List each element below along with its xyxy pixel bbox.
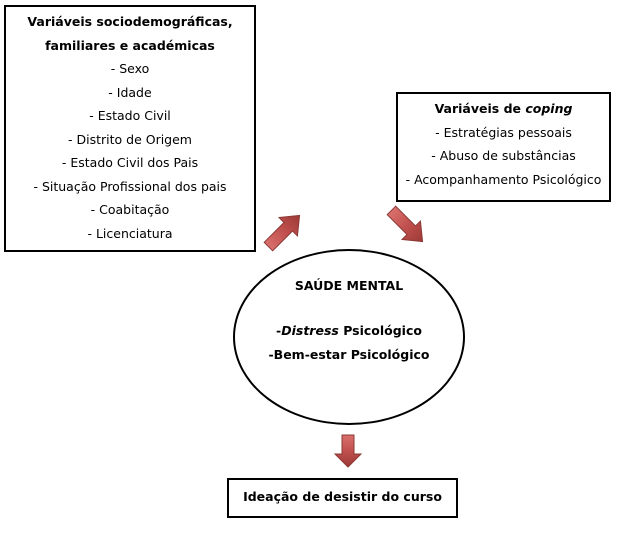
arrow-left-to-center bbox=[263, 214, 301, 252]
coping-item: - Abuso de substâncias bbox=[431, 148, 576, 163]
sociodemographic-item: - Estado Civil dos Pais bbox=[61, 155, 199, 170]
arrow-right-to-center bbox=[386, 205, 424, 243]
coping-title-emphasis: coping bbox=[525, 101, 573, 116]
sociodemographic-item: - Idade bbox=[108, 84, 152, 100]
coping-variables-box: Variáveis de coping - Estratégias pessoa… bbox=[396, 92, 611, 202]
sociodemographic-title-line1: Variáveis sociodemográficas, bbox=[27, 14, 233, 29]
sociodemographic-item: - Coabitação bbox=[90, 202, 170, 217]
coping-title-prefix: Variáveis de bbox=[434, 101, 526, 116]
coping-title: Variáveis de coping bbox=[398, 97, 609, 121]
distress-item: -Distress Psicológico bbox=[235, 323, 463, 338]
sociodemographic-title-line2: familiares e académicas bbox=[45, 37, 215, 53]
distress-suffix: Psicológico bbox=[338, 323, 422, 338]
coping-item: - Acompanhamento Psicológico bbox=[405, 171, 602, 187]
sociodemographic-item: - Situação Profissional dos pais bbox=[33, 178, 227, 194]
distress-emphasis: Distress bbox=[281, 323, 339, 338]
wellbeing-item: -Bem-estar Psicológico bbox=[268, 347, 430, 362]
sociodemographic-variables-box: Variáveis sociodemográficas, familiares … bbox=[4, 5, 256, 252]
mental-health-ellipse: SAÚDE MENTAL -Distress Psicológico -Bem-… bbox=[233, 249, 465, 425]
sociodemographic-item: - Sexo bbox=[110, 61, 150, 76]
distress-prefix: - bbox=[276, 323, 282, 338]
sociodemographic-item: - Distrito de Origem bbox=[68, 131, 192, 147]
sociodemographic-item: - Licenciatura bbox=[87, 225, 173, 241]
arrow-center-to-bottom bbox=[333, 434, 363, 468]
sociodemographic-item: - Estado Civil bbox=[89, 108, 171, 123]
dropout-ideation-label: Ideação de desistir do curso bbox=[243, 489, 442, 504]
dropout-ideation-box: Ideação de desistir do curso bbox=[227, 478, 458, 518]
coping-item: - Estratégias pessoais bbox=[435, 124, 572, 140]
mental-health-title: SAÚDE MENTAL bbox=[294, 278, 404, 293]
